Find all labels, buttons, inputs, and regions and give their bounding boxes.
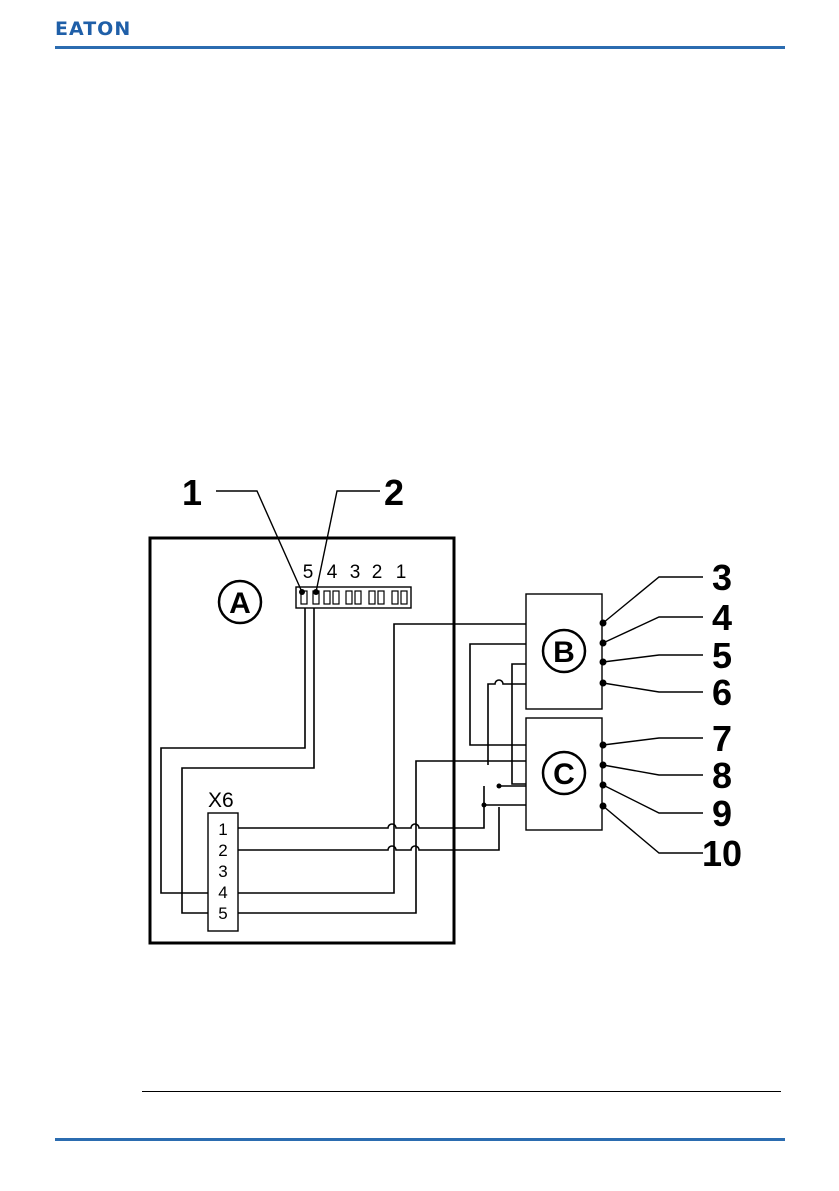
callout-3: 3 — [712, 557, 732, 598]
callout-8-leader — [603, 765, 703, 775]
module-c-letter: C — [553, 758, 575, 791]
footer-rule — [55, 1138, 785, 1141]
callout-5-leader — [603, 655, 703, 662]
switch-toggle — [324, 591, 330, 604]
wire-b-bottom — [488, 680, 526, 765]
callout-9: 9 — [712, 793, 732, 834]
wire-b-to-c-top — [470, 644, 526, 745]
callout-4-leader — [603, 617, 703, 643]
switch-toggle — [401, 591, 407, 604]
switch-number: 4 — [327, 562, 338, 583]
switch-toggle — [355, 591, 361, 604]
switch-toggle — [346, 591, 352, 604]
switch-toggle — [392, 591, 398, 604]
switch-toggle — [333, 591, 339, 604]
callout-8: 8 — [712, 755, 732, 796]
callout-2: 2 — [384, 472, 404, 513]
callout-3-leader — [603, 577, 703, 623]
callout-9-leader — [603, 785, 703, 813]
callout-10: 10 — [702, 833, 742, 874]
wire-x6-5 — [238, 761, 526, 913]
switch-toggle — [369, 591, 375, 604]
switch-number: 1 — [396, 562, 407, 583]
callout-5: 5 — [712, 635, 732, 676]
x6-label: X6 — [208, 789, 234, 812]
module-b-letter: B — [553, 636, 575, 669]
switch-number: 3 — [350, 562, 361, 583]
wire-b-to-c-middle — [512, 664, 526, 784]
junction-dot — [497, 784, 502, 789]
output-dots — [600, 620, 607, 810]
callout-2-dot — [313, 589, 319, 595]
callout-1-leader — [216, 491, 302, 592]
switch-number: 5 — [303, 562, 314, 583]
wire-switch-to-x6-5 — [182, 608, 314, 913]
x6-terminal-number: 5 — [218, 904, 227, 923]
callout-6: 6 — [712, 672, 732, 713]
junction-dot — [482, 803, 487, 808]
wire-x6-1 — [238, 786, 484, 828]
callout-4: 4 — [712, 597, 732, 638]
wire-x6-4 — [238, 624, 526, 893]
x6-terminal-number: 1 — [218, 820, 227, 839]
callout-1: 1 — [182, 472, 202, 513]
callout-1-dot — [299, 589, 305, 595]
callout-2-leader — [316, 491, 380, 592]
module-a-letter: A — [229, 587, 251, 620]
x6-terminal-number: 3 — [218, 862, 227, 881]
callout-7-leader — [603, 738, 703, 745]
footnote-rule — [142, 1091, 781, 1092]
x6-terminal-number: 2 — [218, 841, 227, 860]
switch-toggle — [378, 591, 384, 604]
callout-7: 7 — [712, 718, 732, 759]
x6-terminal-number: 4 — [218, 883, 227, 902]
module-a-enclosure — [150, 538, 454, 943]
callout-6-leader — [603, 683, 703, 692]
switch-number: 2 — [372, 562, 383, 583]
